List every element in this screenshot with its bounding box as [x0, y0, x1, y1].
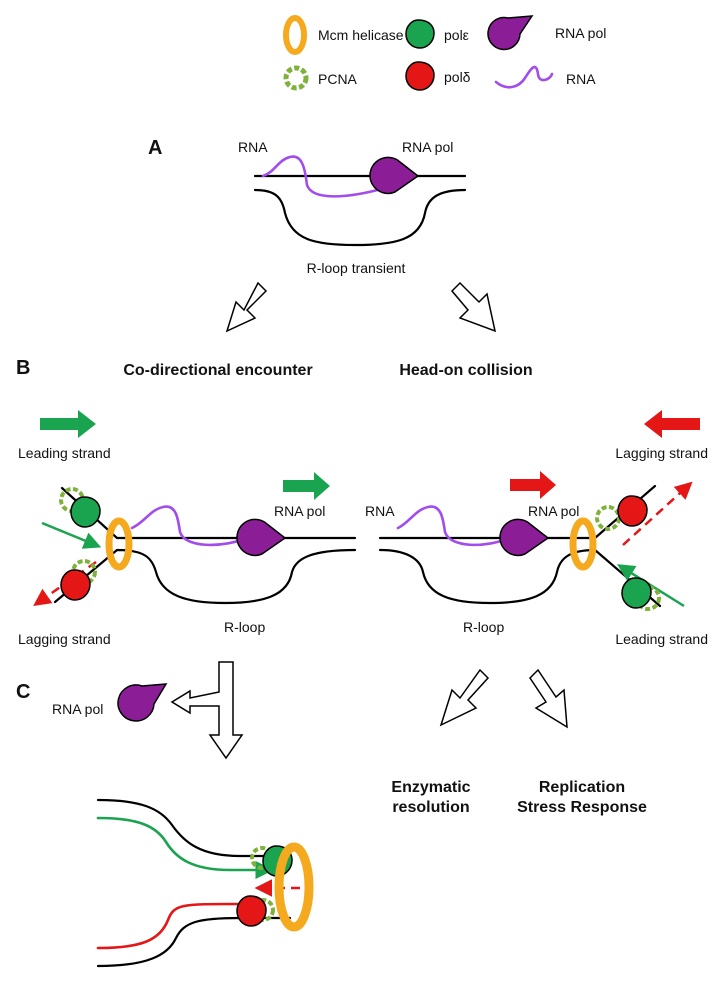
left-pol-epsilon: [70, 496, 101, 528]
enzymatic-resolution-line1: Enzymatic: [391, 779, 470, 796]
left-mcm-helicase: [105, 517, 133, 571]
panel-a-rloop-label: R-loop transient: [307, 260, 406, 276]
legend-pol-delta-label: polδ: [444, 69, 471, 85]
left-rna-pol: [236, 518, 287, 557]
pol-epsilon-legend-icon: [405, 19, 435, 49]
right-transcription-direction-arrow: [510, 471, 556, 499]
pol-delta-legend-icon: [405, 61, 435, 91]
arrow-to-enzymatic-resolution: [439, 668, 490, 727]
left-fork-lower-arm: [53, 548, 357, 605]
right-rna-label: RNA: [365, 503, 395, 519]
right-lagging-strand-label: Lagging strand: [615, 445, 708, 461]
pcna-legend-icon: [283, 65, 309, 91]
panel-b: B Co-directional encounter Head-on colli…: [16, 357, 708, 647]
legend-mcm-label: Mcm helicase: [318, 27, 404, 43]
legend-rna-label: RNA: [566, 71, 596, 87]
fork-upper-parental-strand: [96, 798, 292, 858]
panel-a: A RNA RNA pol R-loop transient: [148, 137, 497, 333]
left-rloop-label: R-loop: [224, 619, 265, 635]
right-fork-lower-arm: [378, 548, 662, 608]
left-pol-delta: [60, 569, 91, 601]
panel-a-rna-pol-label: RNA pol: [402, 139, 453, 155]
panel-c-rna-pol-label: RNA pol: [52, 701, 103, 717]
left-leading-direction-arrow: [40, 410, 96, 438]
right-pol-delta: [617, 495, 648, 527]
right-rloop-label: R-loop: [463, 619, 504, 635]
released-rna-pol: [117, 683, 168, 722]
right-lagging-synthesis-arrow: [622, 481, 693, 546]
legend-rna-pol-label: RNA pol: [555, 25, 606, 41]
panel-a-rna-pol: [369, 156, 420, 195]
right-pol-epsilon: [621, 577, 652, 609]
right-rna-pol: [499, 518, 550, 557]
legend-pol-epsilon-label: polε: [444, 27, 469, 43]
right-rna-pol-label: RNA pol: [528, 503, 579, 519]
panel-a-letter: A: [148, 137, 162, 159]
right-rna-strand: [396, 505, 512, 547]
legend-pcna-label: PCNA: [318, 71, 358, 87]
rna-legend-icon: [494, 65, 554, 89]
legend: Mcm helicase polε polδ PCNA RNA pol RNA: [283, 15, 606, 91]
left-leading-strand-label: Leading strand: [18, 445, 111, 461]
stalled-mcm-helicase: [274, 842, 314, 932]
split-arrow: [170, 661, 244, 760]
right-mcm-helicase: [569, 517, 597, 571]
fork-lower-parental-strand: [96, 916, 292, 968]
panel-c-letter: C: [16, 681, 30, 703]
arrow-to-head-on-shape: [450, 281, 497, 333]
right-lagging-direction-arrow: [644, 410, 700, 438]
enzymatic-resolution-line2: resolution: [392, 799, 469, 816]
panel-c: C RNA pol Enzymatic resolution Replicati…: [16, 661, 647, 968]
panel-b-letter: B: [16, 357, 30, 379]
arrow-to-replication-stress: [529, 668, 568, 729]
panel-a-rna-label: RNA: [238, 139, 268, 155]
left-rna-pol-label: RNA pol: [274, 503, 325, 519]
rna-pol-legend-icon: [487, 15, 534, 51]
left-transcription-direction-arrow: [283, 472, 330, 500]
left-rna-strand: [130, 505, 250, 547]
mcm-helicase-legend-icon: [283, 15, 307, 55]
left-leading-synthesis-arrow: [41, 521, 102, 549]
replication-stress-response-line1: Replication: [539, 779, 625, 796]
left-lagging-strand-label: Lagging strand: [18, 631, 111, 647]
co-directional-title: Co-directional encounter: [123, 362, 312, 379]
nascent-leading-strand: [96, 816, 274, 880]
panel-a-rna-strand: [261, 155, 394, 198]
right-leading-strand-label: Leading strand: [615, 631, 708, 647]
head-on-title: Head-on collision: [399, 362, 532, 379]
stalled-pol-delta: [236, 895, 267, 927]
replication-stress-response-line2: Stress Response: [517, 799, 647, 816]
arrow-to-co-directional-shape: [225, 281, 268, 333]
nascent-lagging-strand: [96, 902, 240, 950]
panel-a-bottom-strand: [253, 188, 467, 247]
